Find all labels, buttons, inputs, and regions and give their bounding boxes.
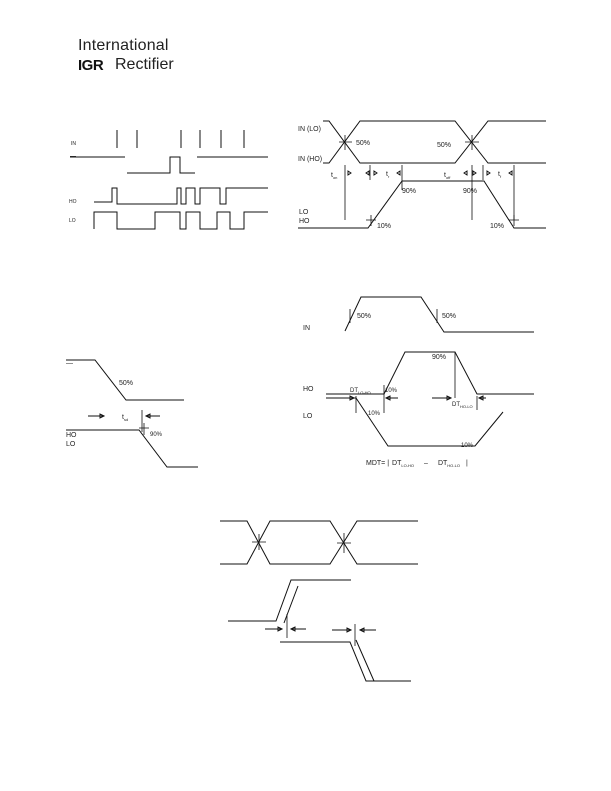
delay-fifty-cross-left xyxy=(252,534,266,550)
label-toff: toff xyxy=(444,172,451,180)
output-falling-waveform xyxy=(66,429,198,468)
label-tr: tr xyxy=(386,171,390,179)
lo-waveform xyxy=(93,211,268,230)
label-out-lo: LO xyxy=(299,209,309,216)
label-dt-fifty-left: 50% xyxy=(357,313,371,320)
label-dt-ten-mid: 10% xyxy=(368,411,381,417)
label-tf: tf xyxy=(498,171,502,179)
shutdown-waveform-diagram: — 50% tsd HO LO 90% xyxy=(66,359,198,468)
sd-waveform xyxy=(70,156,268,174)
ten-percent-cross-marks xyxy=(366,215,519,226)
label-lo: LO xyxy=(69,218,76,224)
label-ton: ton xyxy=(331,172,337,180)
label-dt-lo-ho: DTLO-HO xyxy=(350,388,371,395)
ho-lo-crossover-waveform xyxy=(326,351,534,447)
label-dt-ninety: 90% xyxy=(432,354,446,361)
label-out-ho: HO xyxy=(299,218,310,225)
label-dt-ten-bottom: 10% xyxy=(461,443,474,449)
delay-matching-diagram xyxy=(220,520,418,682)
fifty-percent-cross-right xyxy=(465,135,479,150)
label-dt-lo: LO xyxy=(303,413,313,420)
deadtime-waveform-diagram: IN 50% 50% 90% HO DTLO-HO 10% DTHO-LO LO… xyxy=(303,296,534,468)
label-ninety-sd: 90% xyxy=(150,432,163,438)
delay-marker-lines xyxy=(286,614,356,646)
delay-rising-edges xyxy=(228,579,351,624)
input-crossover-waveform xyxy=(323,120,546,164)
label-fifty-left: 50% xyxy=(356,140,370,147)
delay-fifty-cross-right xyxy=(337,533,351,553)
label-dt-ho-lo: DTHO-LO xyxy=(452,402,473,409)
deadtime-arrows xyxy=(342,395,486,401)
input-output-timing-diagram: IN — HO LO xyxy=(69,130,268,230)
deadtime-marker-lines xyxy=(355,352,478,413)
timing-arrows xyxy=(347,170,513,176)
label-ninety-left: 90% xyxy=(402,188,416,195)
label-dt-ten-left: 10% xyxy=(385,388,398,394)
delay-input-crossover xyxy=(220,520,418,565)
label-dt-fifty-right: 50% xyxy=(442,313,456,320)
mdt-formula: MDT= |DTLO-HO–DTHO-LO| xyxy=(366,460,468,468)
label-in-ho: IN (HO) xyxy=(298,156,322,163)
label-in: IN xyxy=(71,141,76,147)
label-tsd: tsd xyxy=(122,414,128,422)
label-ninety-right: 90% xyxy=(463,188,477,195)
label-sd-bar-2: — xyxy=(66,360,73,367)
switching-time-diagram: IN (LO) IN (HO) 50% 50% ton tr toff tf 9… xyxy=(298,120,546,230)
in-pulse-waveform xyxy=(344,296,534,333)
label-ten-left: 10% xyxy=(377,223,391,230)
label-sd-ho: HO xyxy=(66,432,77,439)
in-waveform xyxy=(116,130,245,148)
label-fifty-sd: 50% xyxy=(119,380,133,387)
timing-marker-lines xyxy=(344,165,515,220)
tsd-arrows xyxy=(88,413,160,419)
label-dt-ho: HO xyxy=(303,386,314,393)
fifty-percent-cross-left xyxy=(339,135,352,150)
output-waveform xyxy=(298,180,546,229)
logo-international: International xyxy=(78,37,169,54)
logo-igr-mark: IGR xyxy=(78,57,104,74)
label-ho: HO xyxy=(69,199,77,205)
label-fifty-right: 50% xyxy=(437,142,451,149)
label-ten-right: 10% xyxy=(490,223,504,230)
label-sd-lo: LO xyxy=(66,441,76,448)
label-dt-in: IN xyxy=(303,325,310,332)
ho-waveform xyxy=(94,187,268,205)
ninety-percent-cross-sd xyxy=(139,423,149,435)
logo-rectifier: Rectifier xyxy=(115,56,174,73)
label-in-lo: IN (LO) xyxy=(298,126,321,133)
sd-falling-waveform xyxy=(66,359,184,401)
delay-arrows xyxy=(265,626,376,633)
delay-falling-edges xyxy=(280,639,411,682)
